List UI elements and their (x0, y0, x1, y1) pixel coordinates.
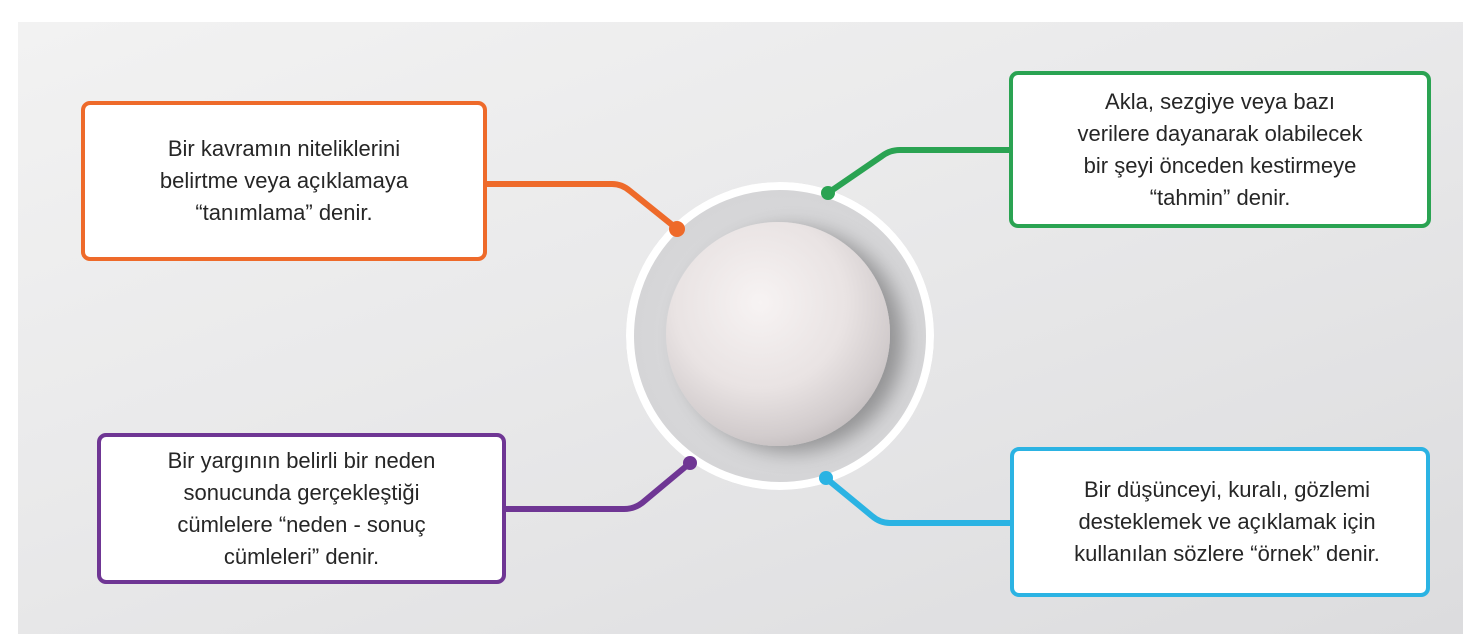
definition-text: Bir kavramın niteliklerini belirtme veya… (159, 136, 409, 225)
definition-box-tahmin: Akla, sezgiye veya bazı verilere dayanar… (1009, 71, 1431, 228)
connector-ornek (824, 476, 1013, 526)
definition-text: Akla, sezgiye veya bazı verilere dayanar… (1077, 88, 1363, 210)
connector-tanimlama (484, 181, 679, 231)
connector-neden-sonuc (503, 460, 693, 512)
definition-box-ornek: Bir düşünceyi, kuralı, gözlemi desteklem… (1010, 447, 1430, 597)
center-ring (626, 182, 934, 490)
definition-text: Bir yargının belirli bir neden sonucunda… (167, 447, 436, 569)
connector-dot-tahmin (821, 186, 835, 200)
connector-dot-ornek (819, 471, 833, 485)
center-sphere (666, 222, 890, 446)
connector-tahmin (825, 147, 1012, 196)
definition-text: Bir düşünceyi, kuralı, gözlemi desteklem… (1074, 477, 1380, 566)
connector-dot-tanimlama (669, 221, 685, 237)
definition-box-neden-sonuc: Bir yargının belirli bir neden sonucunda… (97, 433, 506, 584)
definition-box-tanimlama: Bir kavramın niteliklerini belirtme veya… (81, 101, 487, 261)
connector-dot-neden-sonuc (683, 456, 697, 470)
